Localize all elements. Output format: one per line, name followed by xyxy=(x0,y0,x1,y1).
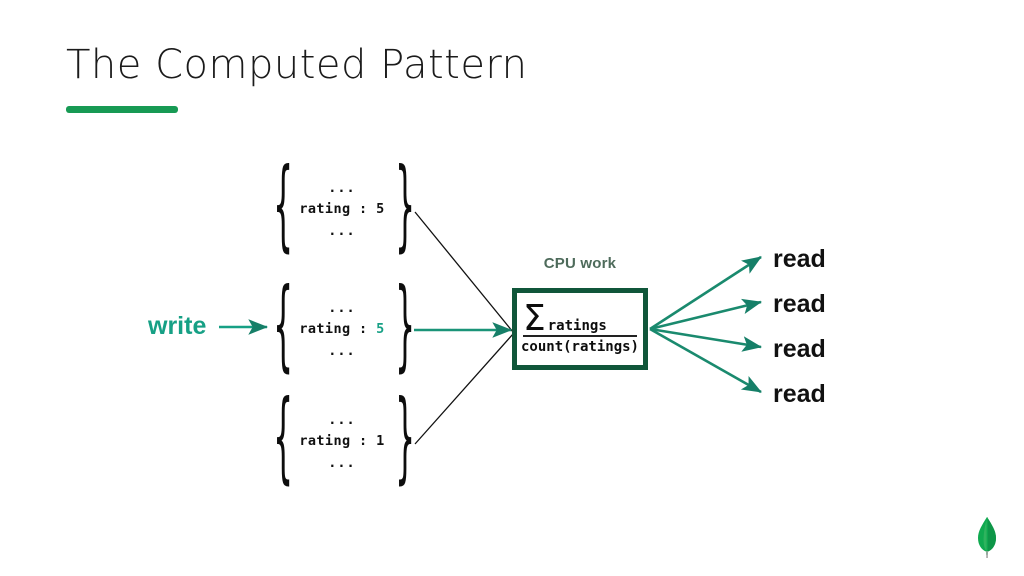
document-ellipsis-top: ... xyxy=(328,179,356,196)
title-block: The Computed Pattern xyxy=(66,40,528,113)
page-title: The Computed Pattern xyxy=(66,42,528,88)
document-field-rating: rating : 5 xyxy=(299,200,385,217)
numerator-text: ratings xyxy=(547,317,607,334)
field-value: 5 xyxy=(376,200,385,217)
sigma-icon: Σ xyxy=(523,297,546,339)
document-body: ... rating : 5 ... xyxy=(288,299,396,359)
document-group-1: { ... rating : 5 ... } xyxy=(272,149,415,266)
open-brace-icon: { xyxy=(273,269,293,386)
open-brace-icon: { xyxy=(273,381,293,498)
document-field-rating: rating : 1 xyxy=(299,432,385,449)
read-label-3: read xyxy=(773,335,826,363)
read-label-4: read xyxy=(773,380,826,408)
document-body: ... rating : 5 ... xyxy=(288,179,396,239)
wire-box-to-read-4 xyxy=(649,327,762,394)
wire-doc3-to-box xyxy=(414,333,514,445)
close-brace-icon: } xyxy=(395,149,415,266)
field-value: 5 xyxy=(376,320,385,337)
field-value: 1 xyxy=(376,432,385,449)
document-ellipsis-top: ... xyxy=(328,411,356,428)
read-label-1: read xyxy=(773,245,826,273)
open-brace-icon: { xyxy=(273,149,293,266)
compute-box: Σ ratings count(ratings) xyxy=(512,288,648,370)
document-group-3: { ... rating : 1 ... } xyxy=(272,381,415,498)
cpu-work-label: CPU work xyxy=(543,255,617,272)
document-group-2: { ... rating : 5 ... } xyxy=(272,269,415,386)
document-ellipsis-bottom: ... xyxy=(328,342,356,359)
read-label-2: read xyxy=(773,290,826,318)
wire-doc1-to-box xyxy=(414,211,514,333)
write-label: write xyxy=(148,312,207,340)
field-key: rating : xyxy=(299,320,368,337)
wire-box-to-read-3 xyxy=(649,327,763,352)
document-ellipsis-bottom: ... xyxy=(328,454,356,471)
wire-box-to-read-2 xyxy=(649,298,763,331)
fraction-numerator: Σ ratings xyxy=(521,297,639,339)
wire-box-to-read-1 xyxy=(649,255,762,331)
mongodb-leaf-icon xyxy=(978,517,996,558)
document-ellipsis-bottom: ... xyxy=(328,222,356,239)
document-body: ... rating : 1 ... xyxy=(288,411,396,471)
field-key: rating : xyxy=(299,432,368,449)
close-brace-icon: } xyxy=(395,269,415,386)
fraction-denominator: count(ratings) xyxy=(520,338,639,355)
close-brace-icon: } xyxy=(395,381,415,498)
document-field-rating: rating : 5 xyxy=(299,320,385,337)
fraction-bar xyxy=(523,334,637,337)
average-rating-fraction: Σ ratings count(ratings) xyxy=(519,297,641,355)
field-key: rating : xyxy=(299,200,368,217)
document-ellipsis-top: ... xyxy=(328,299,356,316)
title-underline-accent xyxy=(66,106,178,113)
